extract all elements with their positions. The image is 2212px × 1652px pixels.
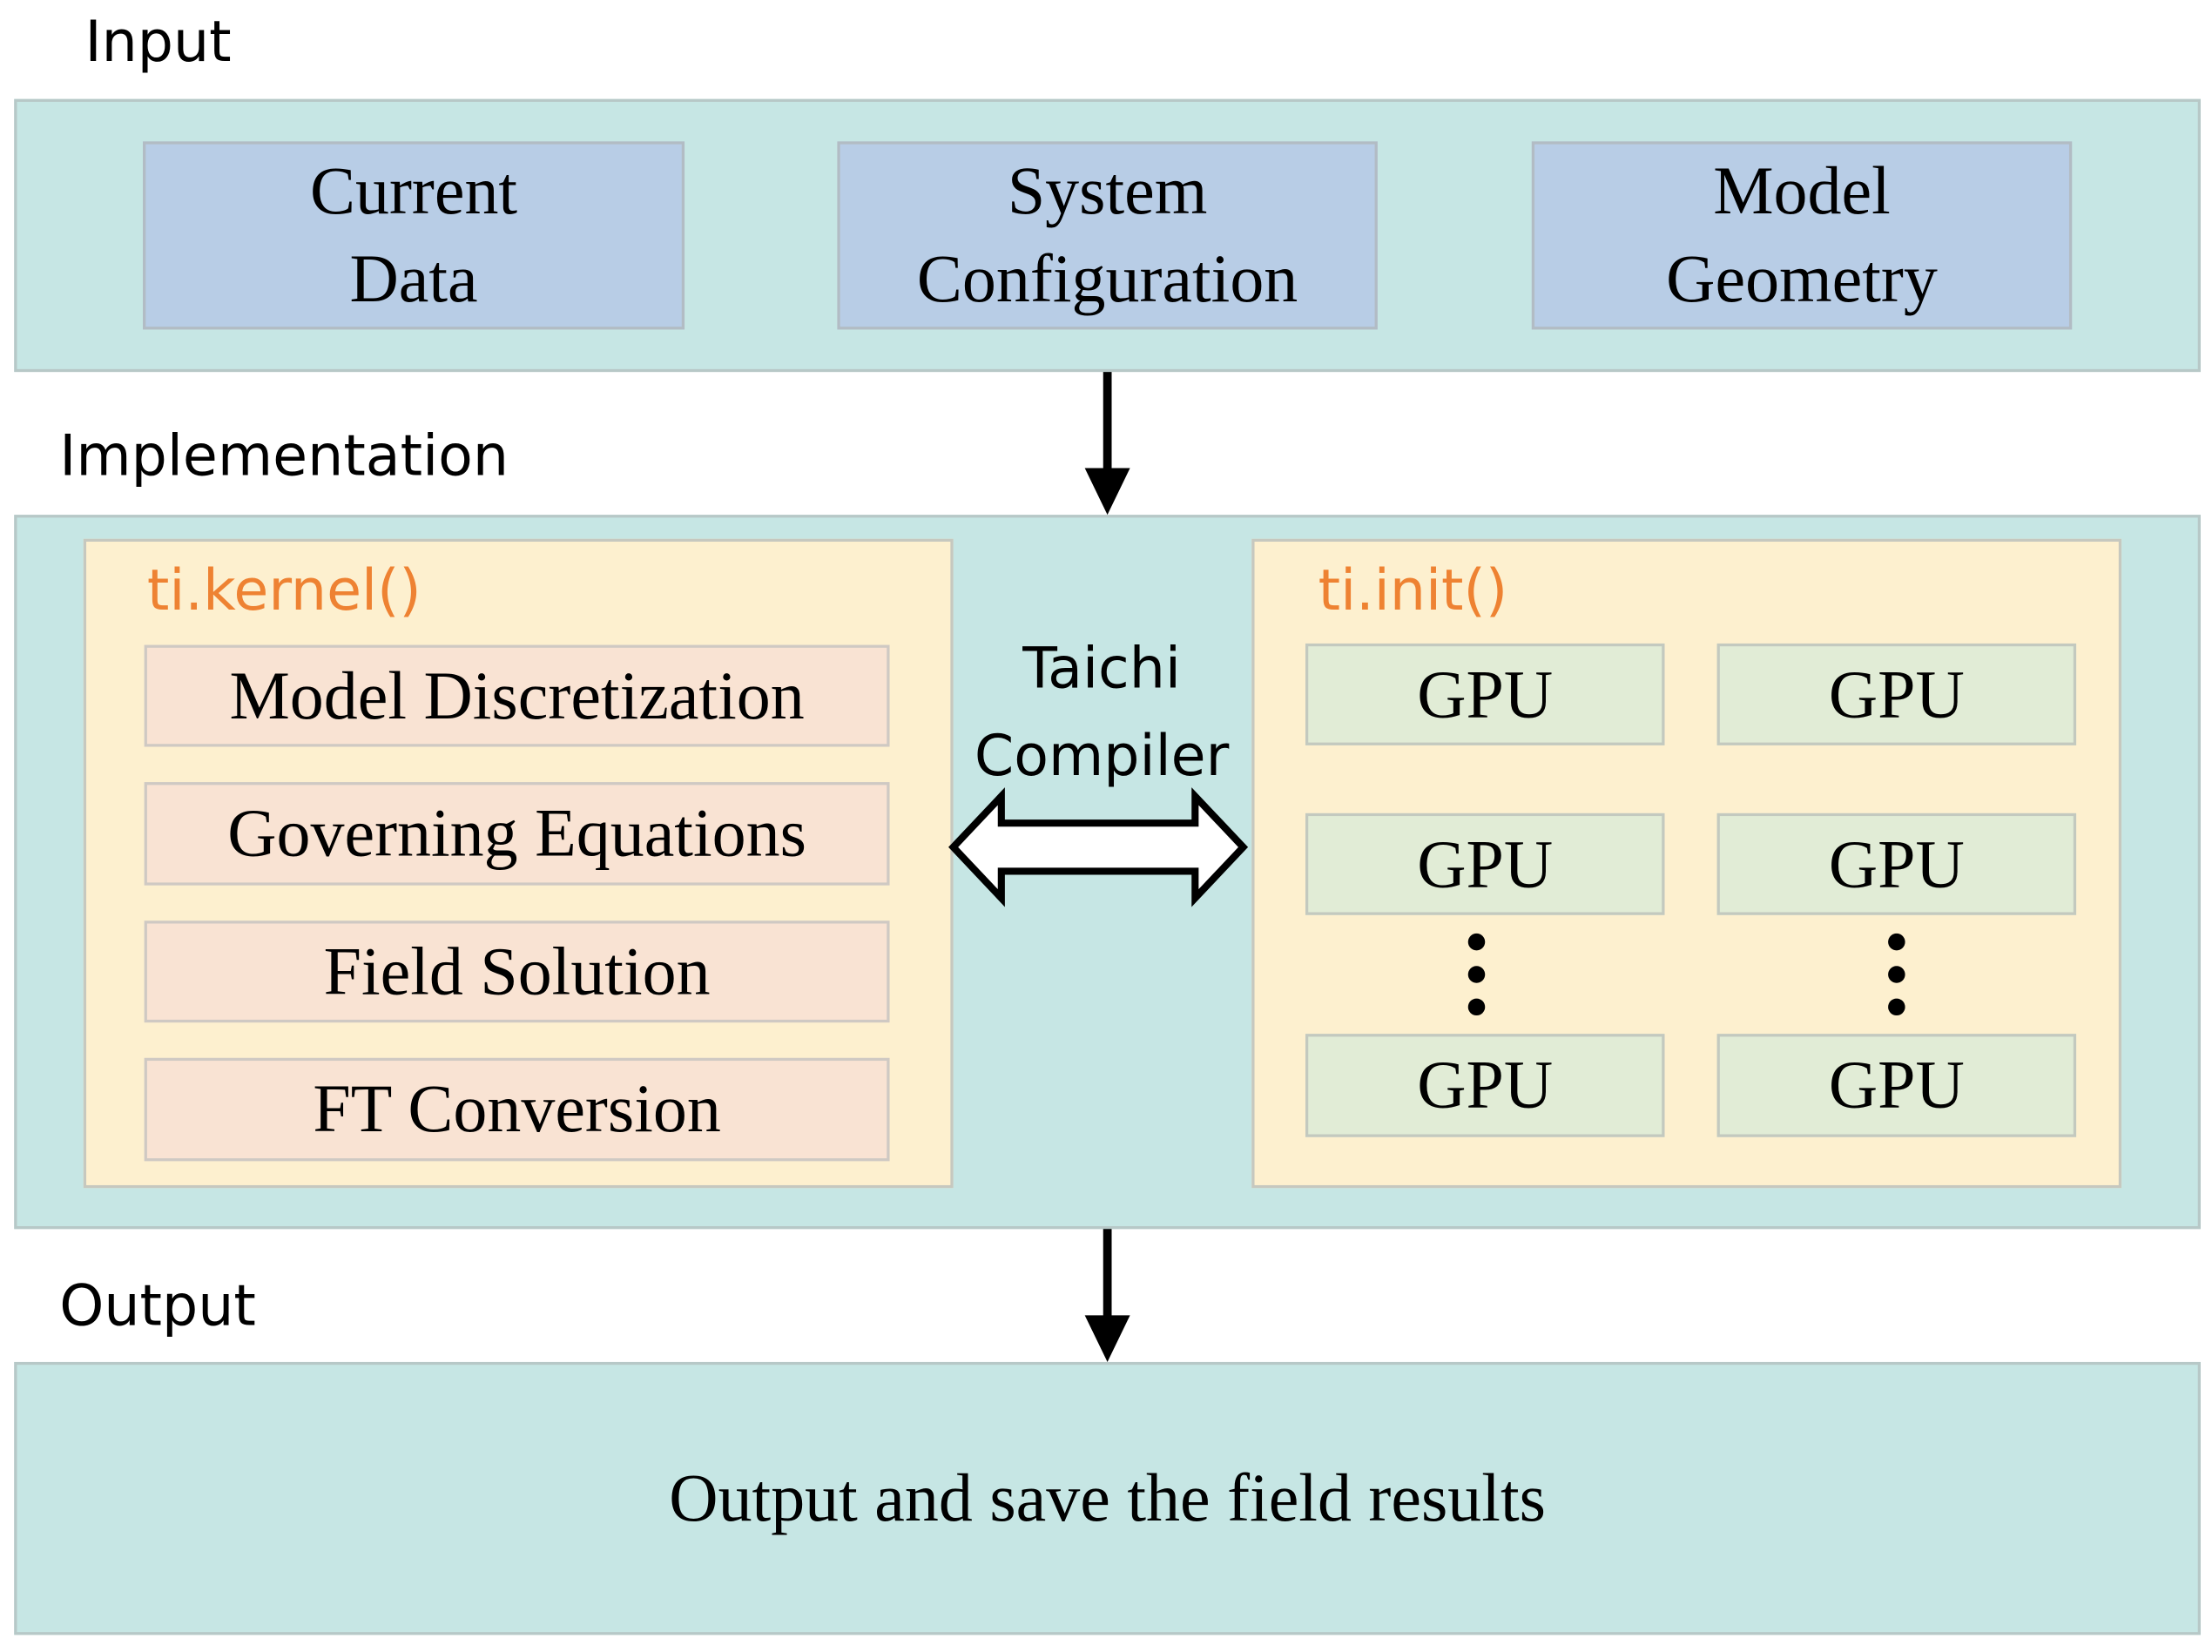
input-section-label: Input <box>84 10 232 76</box>
gpu-box: GPU <box>1305 1034 1665 1137</box>
kernel-function-label: ti.kernel() <box>146 558 421 624</box>
input-to-implementation-arrow <box>1084 372 1130 516</box>
gpu-box: GPU <box>1305 813 1665 915</box>
output-text: Output and save the field results <box>669 1460 1546 1536</box>
implementation-to-output-arrow <box>1084 1229 1130 1362</box>
init-function-label: ti.init() <box>1318 558 1508 624</box>
gpu-box: GPU <box>1716 643 2077 745</box>
current-data-box: Current Data <box>143 141 685 330</box>
ellipsis-dots-right <box>1888 933 1905 1016</box>
model-discretization-step: Model Discretization <box>144 644 890 747</box>
taichi-compiler-label: Taichi Compiler <box>974 636 1230 790</box>
gpu-box: GPU <box>1716 1034 2077 1137</box>
system-configuration-box: System Configuration <box>837 141 1378 330</box>
bidirectional-arrow <box>948 787 1249 907</box>
gpu-box: GPU <box>1716 813 2077 915</box>
ft-conversion-step: FT Conversion <box>144 1057 890 1162</box>
implementation-section-label: Implementation <box>59 424 509 489</box>
gpu-box: GPU <box>1305 643 1665 745</box>
output-panel <box>14 1361 2202 1635</box>
output-section-label: Output <box>59 1274 256 1339</box>
field-solution-step: Field Solution <box>144 920 890 1023</box>
ellipsis-dots-left <box>1467 933 1486 1016</box>
model-geometry-box: Model Geometry <box>1531 141 2073 330</box>
governing-equations-step: Governing Equations <box>144 782 890 886</box>
